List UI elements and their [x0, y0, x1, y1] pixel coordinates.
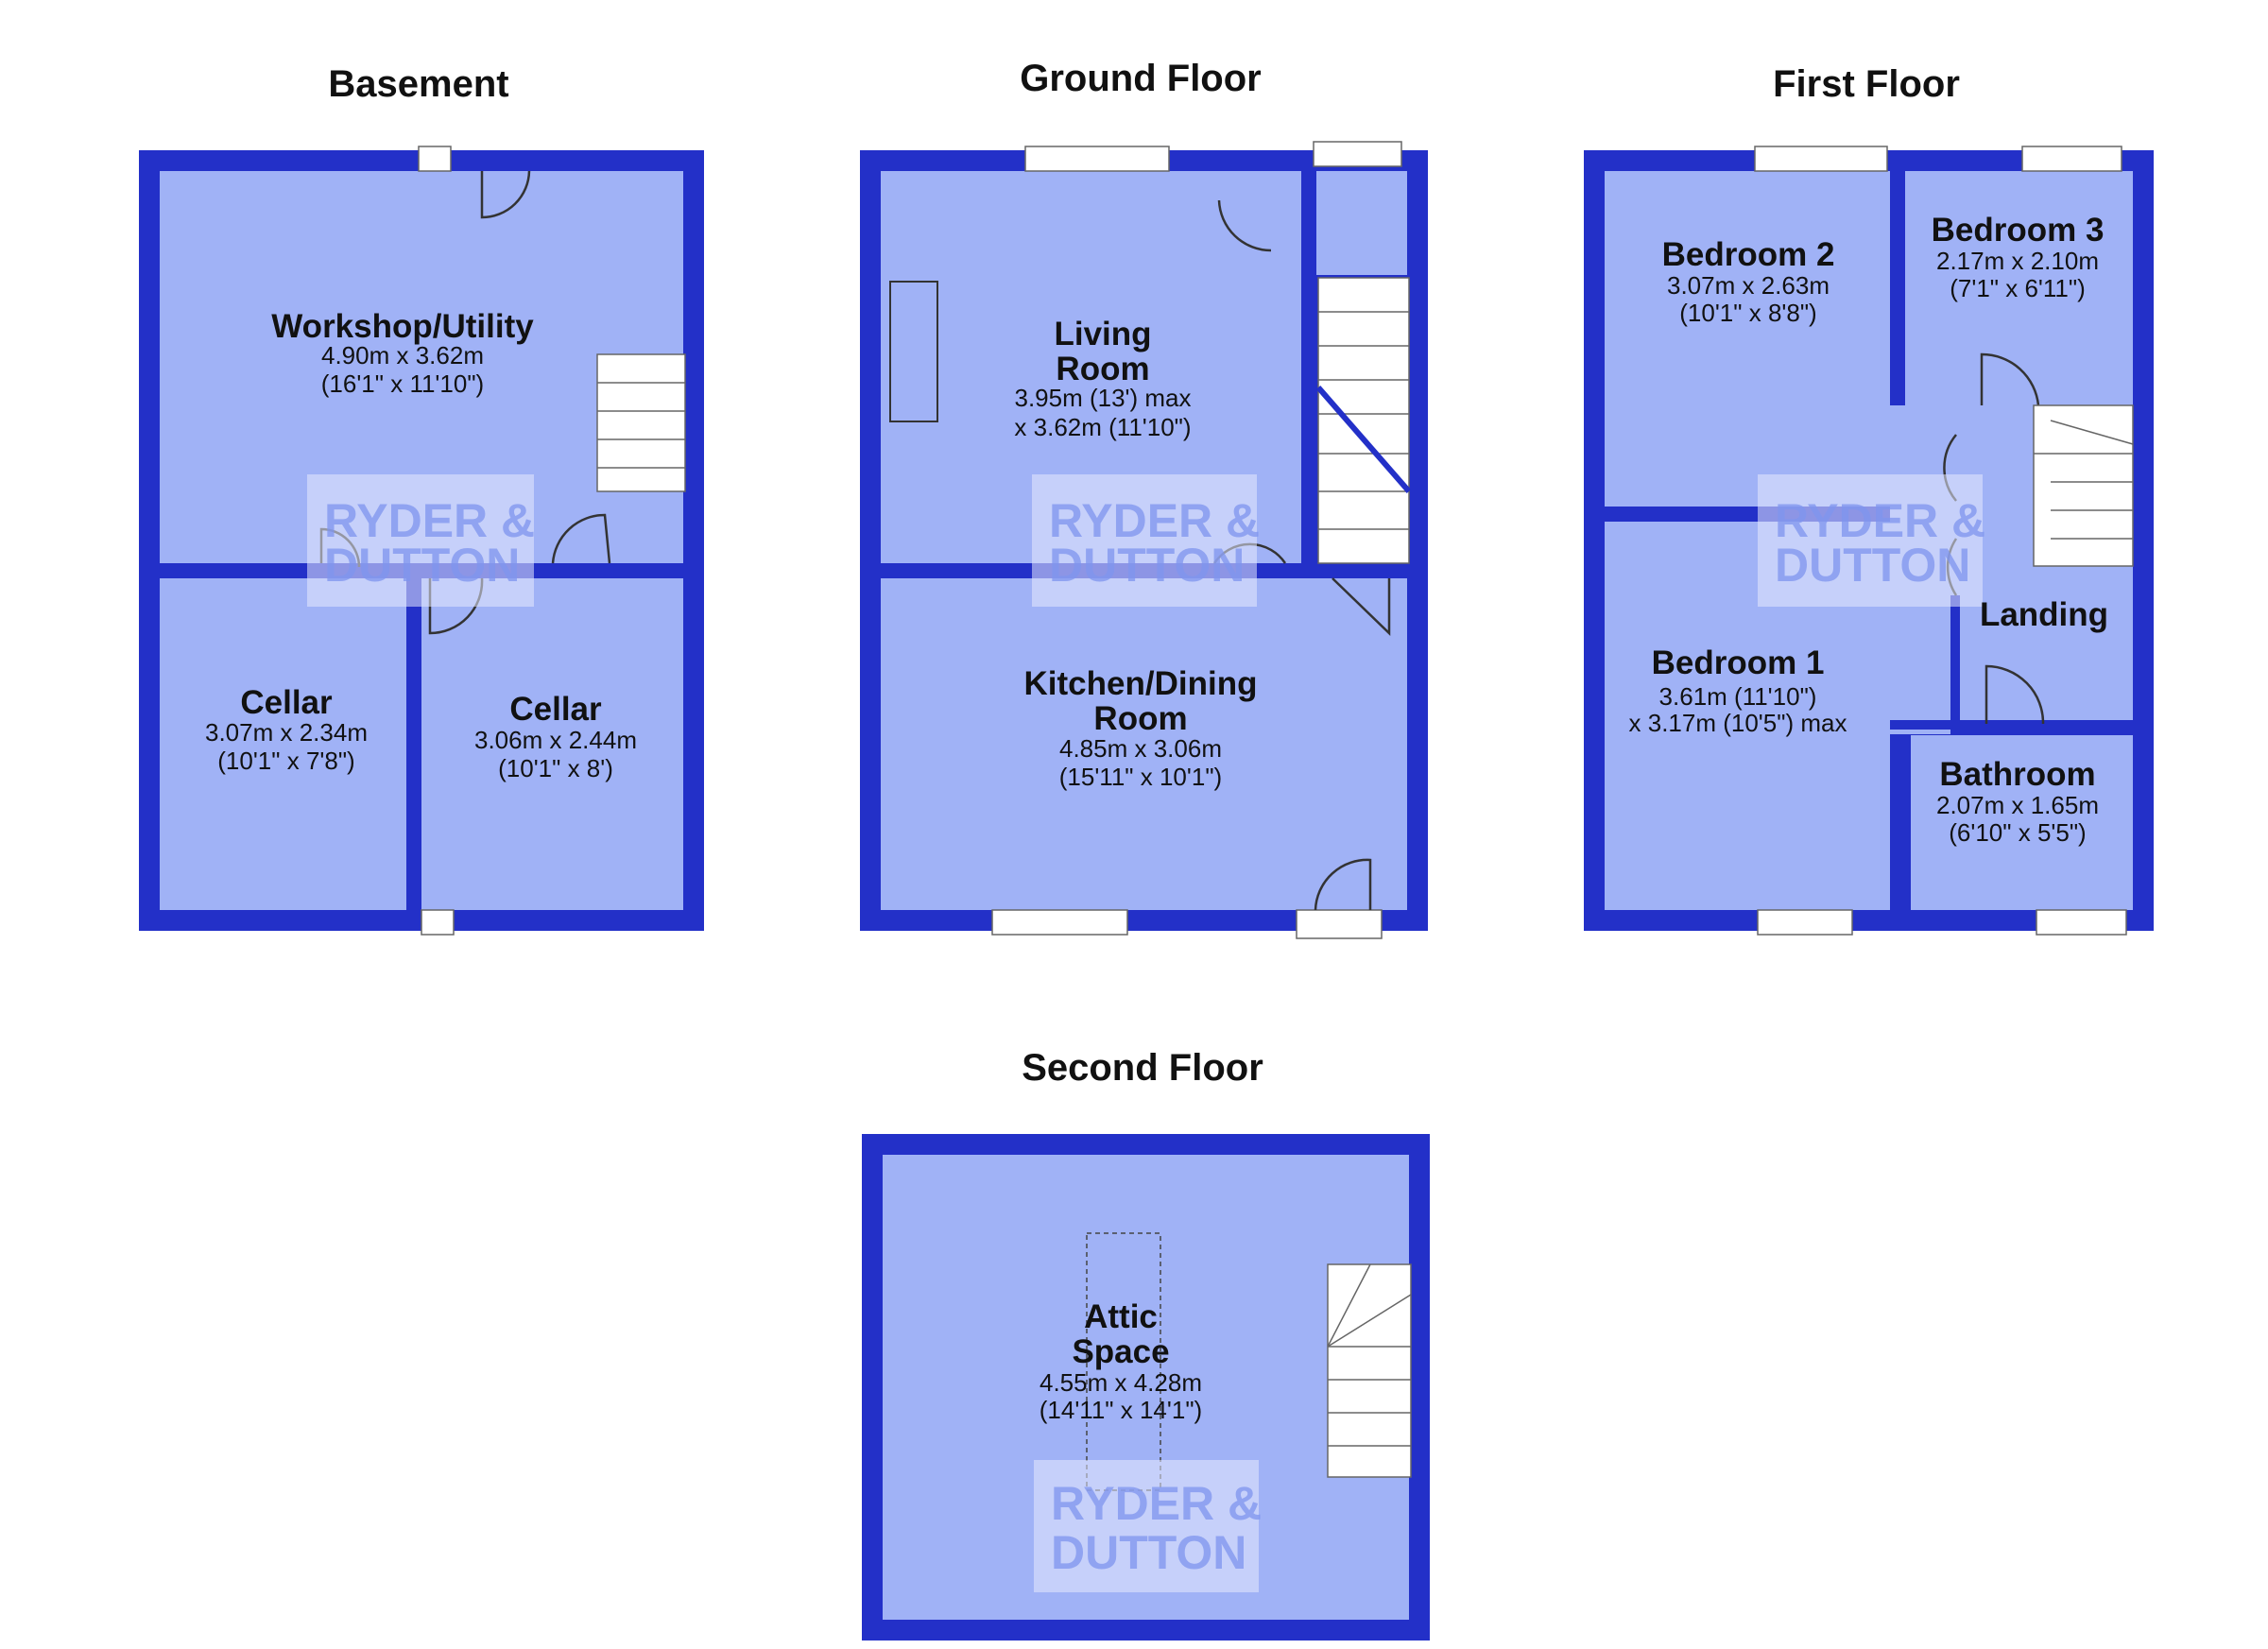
- staircase: [2033, 404, 2134, 567]
- room-dimensions: (10'1" x 8'): [498, 754, 613, 782]
- watermark-text: DUTTON: [1051, 1526, 1246, 1579]
- door: [1980, 352, 2040, 406]
- room-dimensions: 3.61m (11'10"): [1659, 682, 1817, 711]
- room-dimensions: (14'11" x 14'1"): [1040, 1396, 1202, 1424]
- window: [1296, 909, 1383, 939]
- door: [1332, 577, 1391, 636]
- door: [1217, 199, 1272, 252]
- room-dimensions: (6'10" x 5'5"): [1949, 818, 2086, 847]
- first-floor-title: First Floor: [1773, 63, 1960, 105]
- watermark-text: RYDER &: [324, 494, 535, 547]
- room-label: Landing: [1980, 596, 2108, 633]
- basement-title: Basement: [328, 63, 508, 105]
- staircase: [1327, 1263, 1412, 1478]
- room-label: Attic: [1084, 1298, 1158, 1335]
- room-label: Bedroom 3: [1932, 212, 2105, 249]
- staircase: [596, 353, 686, 492]
- room-dimensions: 4.90m x 3.62m: [321, 341, 484, 369]
- window: [2021, 146, 2122, 172]
- watermark-text: DUTTON: [324, 539, 520, 592]
- watermark-box: [1032, 474, 1257, 607]
- room-label: Bedroom 2: [1662, 236, 1835, 273]
- room-dimensions: 3.95m (13') max: [1014, 384, 1191, 412]
- second-floor-title: Second Floor: [1022, 1047, 1263, 1089]
- first-floor-plan: First Floor RYDER & DUTTON Bedroom 2 3.0…: [1584, 63, 2154, 936]
- window: [421, 909, 455, 936]
- room-dimensions: (10'1" x 8'8"): [1679, 299, 1816, 327]
- room-dimensions: 2.07m x 1.65m: [1936, 791, 2099, 819]
- window: [1757, 909, 1853, 936]
- watermark-text: DUTTON: [1049, 539, 1245, 592]
- room-bedroom-2: [1605, 171, 1890, 507]
- room-label: Workshop/Utility: [271, 308, 534, 345]
- entrance-hall: [1316, 171, 1407, 275]
- watermark-text: RYDER &: [1775, 494, 1985, 547]
- watermark-text: DUTTON: [1775, 539, 1970, 592]
- room-dimensions: 3.06m x 2.44m: [474, 726, 637, 754]
- room-dimensions: (7'1" x 6'11"): [1950, 274, 2086, 302]
- room-label: Space: [1072, 1333, 1169, 1370]
- room-cellar-left: [160, 578, 406, 910]
- room-dimensions: x 3.62m (11'10"): [1014, 413, 1191, 441]
- room-bedroom-3: [1905, 171, 2133, 405]
- room-dimensions: (15'11" x 10'1"): [1059, 763, 1222, 791]
- door: [551, 513, 611, 564]
- room-dimensions: (10'1" x 7'8"): [217, 747, 354, 775]
- room-dimensions: x 3.17m (10'5") max: [1629, 709, 1847, 737]
- room-bathroom: [1911, 735, 2133, 910]
- staircase: [1315, 277, 1412, 564]
- watermark-box: [307, 474, 534, 607]
- watermark-box: [1758, 474, 1983, 607]
- partition-wall: [1890, 720, 2133, 730]
- window: [991, 909, 1128, 936]
- watermark-text: RYDER &: [1049, 494, 1260, 547]
- chimney-breast: [889, 281, 938, 422]
- room-dimensions: 4.85m x 3.06m: [1059, 734, 1222, 763]
- room-dimensions: 2.17m x 2.10m: [1936, 247, 2099, 275]
- room-label: Living: [1054, 316, 1151, 352]
- window: [1313, 141, 1402, 167]
- window: [1024, 146, 1170, 172]
- door: [1984, 664, 2045, 725]
- watermark-box: [1034, 1460, 1259, 1592]
- ground-floor-title: Ground Floor: [1020, 58, 1262, 99]
- second-floor-plan: Second Floor RYDER & DUTTON Attic Space …: [862, 1047, 1430, 1640]
- watermark-text: RYDER &: [1051, 1477, 1262, 1530]
- room-dimensions: 3.07m x 2.63m: [1667, 271, 1830, 300]
- window: [418, 146, 452, 172]
- room-dimensions: 3.07m x 2.34m: [205, 718, 368, 747]
- room-dimensions: (16'1" x 11'10"): [321, 369, 484, 398]
- door: [480, 170, 531, 219]
- window: [2036, 909, 2127, 936]
- room-label: Cellar: [509, 691, 602, 728]
- partition-wall: [1950, 595, 1960, 728]
- room-cellar-right: [421, 578, 683, 910]
- room-label: Kitchen/Dining: [1024, 665, 1258, 702]
- room-label: Room: [1056, 351, 1149, 387]
- basement-plan: Basement RYDER & DUTTON Workshop/Utility…: [139, 63, 704, 936]
- room-label: Room: [1093, 700, 1187, 737]
- room-label: Bedroom 1: [1652, 644, 1825, 681]
- ground-floor-plan: Ground Floor RYDER & DUTTON Living Room: [860, 58, 1428, 939]
- room-label: Cellar: [240, 684, 333, 721]
- door: [1314, 858, 1372, 911]
- room-label: Bathroom: [1939, 756, 2095, 793]
- window: [1754, 146, 1888, 172]
- room-dimensions: 4.55m x 4.28m: [1040, 1368, 1202, 1397]
- room-kitchen: [881, 578, 1407, 910]
